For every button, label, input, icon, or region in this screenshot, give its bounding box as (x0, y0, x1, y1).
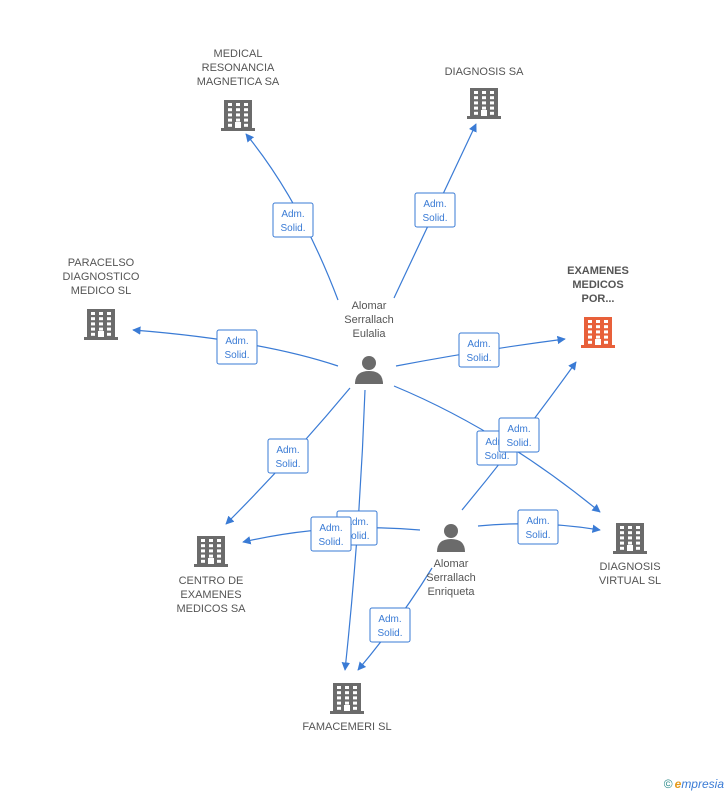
node-label-line: FAMACEMERI SL (302, 721, 391, 733)
edge-label-eulalia-to-examenes_por[interactable]: Adm. Solid. (458, 332, 500, 368)
edge-label-line: Adm. (276, 445, 299, 456)
edge-labels-layer: Adm.Solid.Adm.Solid.Adm.Solid.Adm.Solid.… (216, 192, 559, 643)
edge-label-line: Adm. (507, 424, 530, 435)
edge-label-line: Solid. (422, 213, 447, 224)
node-label-line: DIAGNOSIS (599, 561, 660, 573)
node-label-line: MEDICOS SA (176, 603, 246, 615)
edge-label-enriqueta-to-famacemeri[interactable]: Adm. Solid. (369, 607, 411, 643)
node-label-line: VIRTUAL SL (599, 575, 661, 587)
edge-label-line: Solid. (344, 531, 369, 542)
building-icon (194, 536, 228, 567)
edge-label-box (369, 607, 411, 643)
edge-label-line: Adm. (281, 209, 304, 220)
building-icon (84, 309, 118, 340)
edge-label-line: Solid. (280, 223, 305, 234)
brand-logo: ©empresia (664, 777, 724, 791)
edge-label-line: Solid. (466, 353, 491, 364)
edge-label-box (272, 202, 314, 238)
node-label-line: CENTRO DE (179, 575, 244, 587)
edge-label-line: Solid. (275, 459, 300, 470)
edge-label-line: Adm. (345, 517, 368, 528)
node-label-line: MAGNETICA SA (197, 76, 280, 88)
edge-label-box (458, 332, 500, 368)
node-label-line: DIAGNOSTICO (62, 271, 139, 283)
edge-label-line: Adm. (319, 523, 342, 534)
person-icon (355, 356, 383, 384)
node-label-line: EXAMENES (180, 589, 241, 601)
edge-label-line: Solid. (318, 537, 343, 548)
node-label-line: PARACELSO (68, 257, 135, 269)
edge-label-box (216, 329, 258, 365)
edge-label-line: Adm. (526, 516, 549, 527)
edge-label-box (517, 509, 559, 545)
company-node-diagnosis_virtual[interactable]: DIAGNOSIS VIRTUAL SL (599, 523, 661, 587)
edge-label-line: Solid. (224, 350, 249, 361)
person-icon (437, 524, 465, 552)
edge-label-line: Solid. (525, 530, 550, 541)
brand-initial: e (674, 777, 682, 791)
edge-label-line: Adm. (423, 199, 446, 210)
company-node-paracelso[interactable]: PARACELSO DIAGNOSTICO MEDICO SL (62, 257, 140, 340)
edge-label-box (310, 516, 352, 552)
node-label-line: Serrallach (426, 572, 476, 584)
edge-label-line: Adm. (467, 339, 490, 350)
company-node-centro[interactable]: CENTRO DE EXAMENES MEDICOS SA (176, 536, 246, 615)
node-label-line: EXAMENES (567, 265, 629, 277)
edge-label-eulalia-to-centro[interactable]: Adm. Solid. (267, 438, 309, 474)
node-label-line: Serrallach (344, 314, 394, 326)
company-node-examenes_por[interactable]: EXAMENES MEDICOS POR... (567, 265, 629, 348)
edge-label-eulalia-to-medical[interactable]: Adm. Solid. (272, 202, 314, 238)
edge-label-box (498, 417, 540, 453)
edge-label-line: Adm. (378, 614, 401, 625)
edge-label-line: Adm. (485, 437, 508, 448)
node-label-line: MEDICO SL (71, 285, 132, 297)
node-label-line: Alomar (352, 300, 387, 312)
edge-label-enriqueta-to-centro[interactable]: Adm. Solid. (310, 516, 352, 552)
copyright-symbol: © (663, 777, 673, 791)
edge-label-enriqueta-to-diagnosis_virtual[interactable]: Adm. Solid. (517, 509, 559, 545)
node-label-line: DIAGNOSIS SA (445, 66, 525, 78)
building-icon (330, 683, 364, 714)
building-icon (467, 88, 501, 119)
edge-label-box (267, 438, 309, 474)
node-label-line: Alomar (434, 558, 469, 570)
node-label-line: MEDICAL (214, 48, 263, 60)
edge-label-line: Solid. (377, 628, 402, 639)
edge-label-eulalia-to-diagnosis_sa[interactable]: Adm. Solid. (414, 192, 456, 228)
edge-label-line: Adm. (225, 336, 248, 347)
company-node-famacemeri[interactable]: FAMACEMERI SL (302, 683, 392, 733)
edge-label-enriqueta-to-examenes_por[interactable]: Adm. Solid. (498, 417, 540, 453)
edge-label-eulalia-to-paracelso[interactable]: Adm. Solid. (216, 329, 258, 365)
edge-label-line: Solid. (484, 451, 509, 462)
edge-label-box (414, 192, 456, 228)
node-label-line: RESONANCIA (202, 62, 275, 74)
building-icon (581, 317, 615, 348)
node-label-line: Enriqueta (427, 586, 475, 598)
building-icon (221, 100, 255, 131)
building-icon (613, 523, 647, 554)
node-label-line: POR... (581, 293, 614, 305)
edge-label-line: Solid. (506, 438, 531, 449)
company-node-diagnosis_sa[interactable]: DIAGNOSIS SA (445, 66, 525, 119)
node-label-line: Eulalia (352, 328, 386, 340)
company-node-medical[interactable]: MEDICAL RESONANCIA MAGNETICA SA (197, 48, 280, 131)
nodes-layer: MEDICAL RESONANCIA MAGNETICA SA DIAGNOSIS S… (62, 48, 661, 733)
brand-name: mpresia (681, 777, 724, 791)
node-label-line: MEDICOS (572, 279, 623, 291)
